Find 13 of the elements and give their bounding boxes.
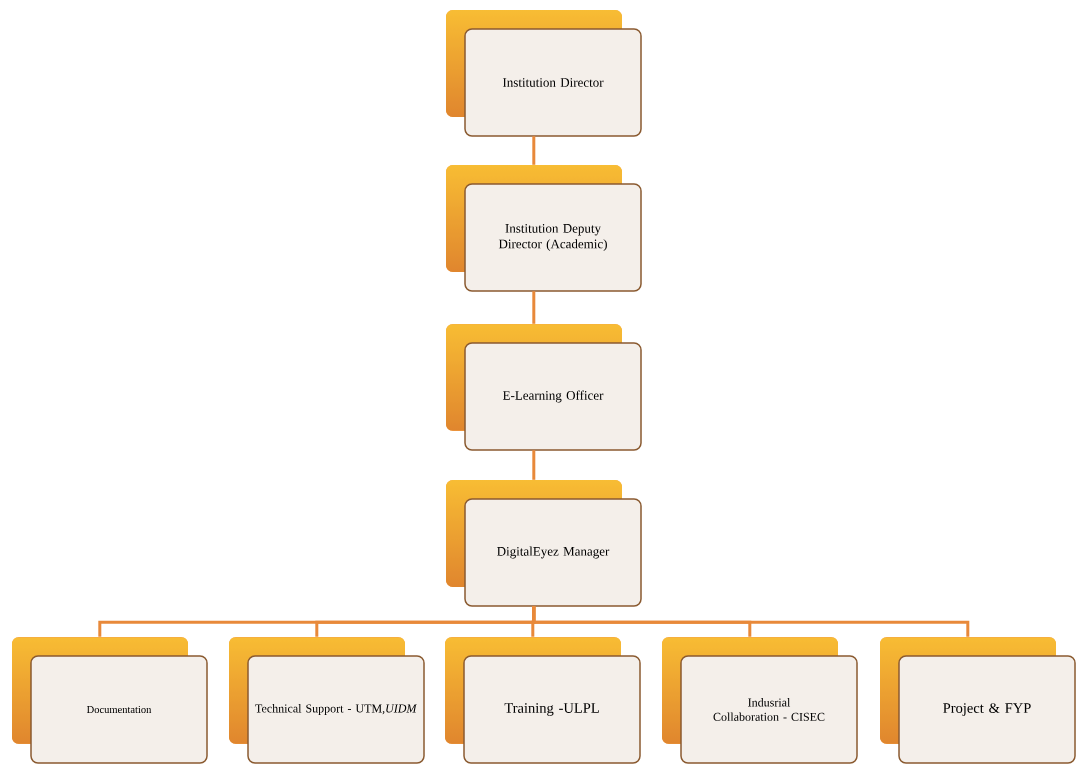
org-box: Institution Director: [446, 10, 642, 137]
org-box: Training -ULPL: [445, 637, 641, 764]
org-box: DigitalEyez Manager: [446, 480, 642, 607]
org-box: Indusrial Collaboration - CISEC: [662, 637, 858, 764]
connector-line: [532, 606, 970, 637]
org-box: E-Learning Officer: [446, 324, 642, 451]
org-box: Technical Support - UTM,UIDM: [229, 637, 425, 764]
connector-line: [532, 291, 536, 324]
org-box: Documentation: [12, 637, 208, 764]
org-box: Project & FYP: [880, 637, 1076, 764]
org-box: Institution Deputy Director (Academic): [446, 165, 642, 292]
connector-line: [532, 136, 536, 165]
connector-line: [532, 450, 536, 480]
